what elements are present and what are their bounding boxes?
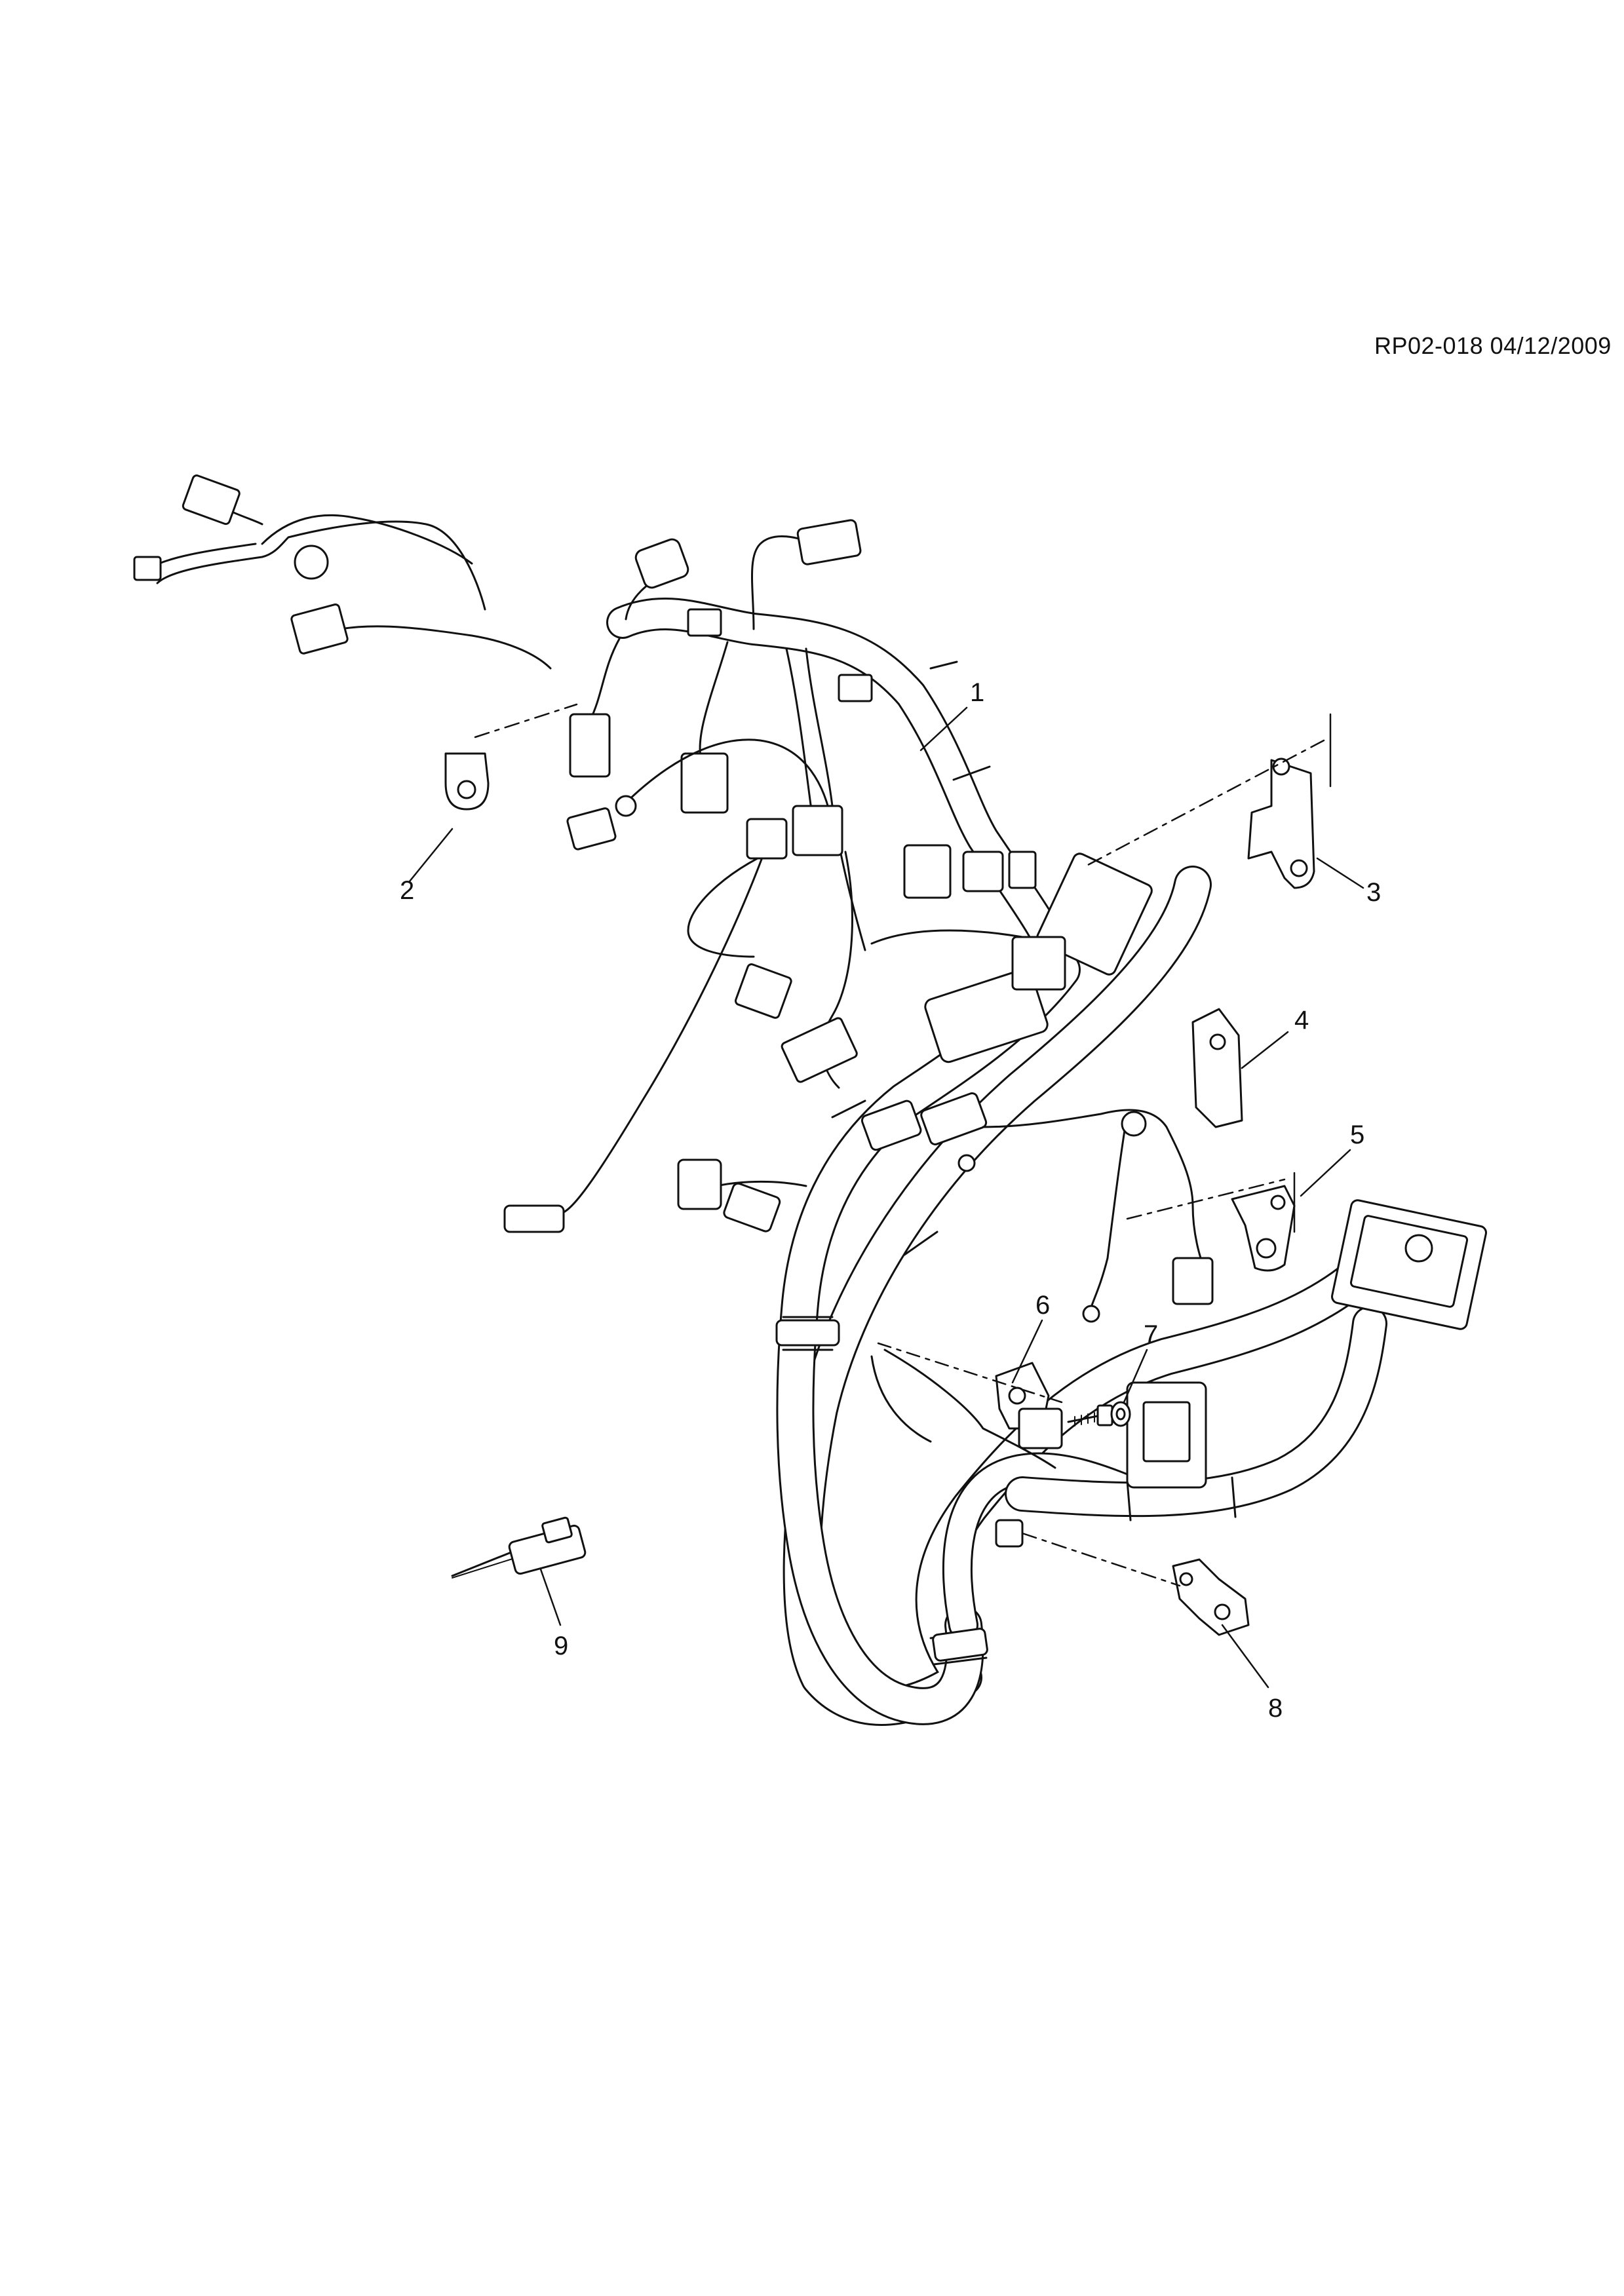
bracket-part-2 — [444, 703, 578, 811]
terminal-part-9 — [451, 1516, 587, 1578]
callout-5: 5 — [1350, 1120, 1364, 1149]
callout-4: 4 — [1294, 1006, 1309, 1035]
callout-3: 3 — [1366, 878, 1381, 907]
callout-8: 8 — [1268, 1694, 1283, 1723]
main-harness — [606, 598, 1387, 1726]
bracket-part-5 — [1126, 1172, 1296, 1272]
bracket-part-6 — [877, 1342, 1063, 1449]
callout-1: 1 — [970, 678, 984, 707]
bracket-part-8 — [1021, 1532, 1250, 1636]
ecu-connector — [1126, 1199, 1487, 1489]
bracket-part-4 — [1191, 1008, 1243, 1128]
lower-branches — [677, 1092, 1214, 1469]
callout-2: 2 — [400, 876, 414, 905]
callout-9: 9 — [554, 1632, 568, 1660]
callout-7: 7 — [1144, 1320, 1158, 1349]
callout-numbers: 1 2 3 4 5 6 7 8 9 — [400, 678, 1381, 1723]
bolt-part-7 — [1067, 1401, 1131, 1427]
upper-left-branches — [133, 474, 873, 814]
bracket-part-3 — [1087, 713, 1332, 889]
middle-connectors — [503, 647, 1153, 1233]
drawing-reference: RP02-018 04/12/2009 — [1374, 332, 1612, 359]
callout-6: 6 — [1035, 1291, 1050, 1320]
leader-lines — [408, 706, 1364, 1689]
